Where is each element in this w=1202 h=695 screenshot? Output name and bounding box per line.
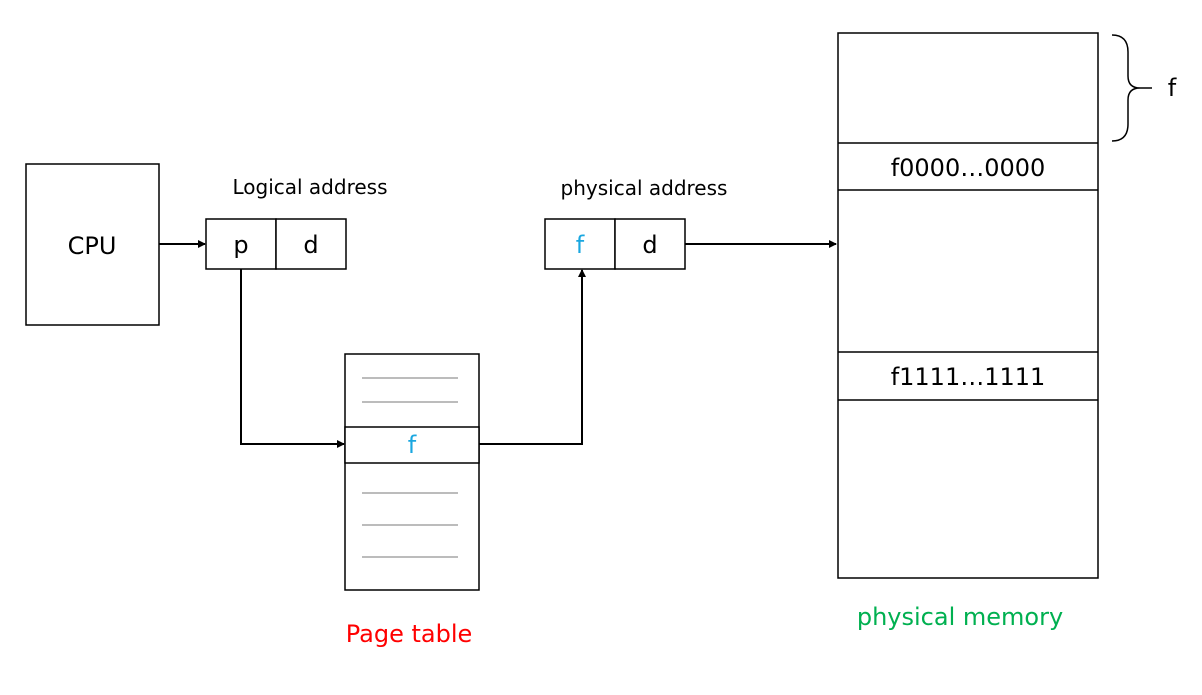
frame-brace [1111,34,1141,142]
cpu-box: CPU [25,163,160,326]
page-number-to-table-arrow [240,269,345,448]
logical-address-caption: Logical address [232,175,387,199]
physical-address-box: f d [544,218,686,270]
physical-frame-field: f [576,231,585,259]
logical-offset-field: d [303,231,318,259]
physical-memory: f0000…0000 f1111…1111 [837,32,1099,579]
physical-offset-field: d [642,231,657,259]
page-table: f [344,353,480,591]
physical-address-caption: physical address [561,176,728,200]
page-table-highlighted-row [344,426,480,464]
page-table-caption: Page table [346,620,473,648]
frame-end-address: f1111…1111 [891,363,1046,391]
physical-memory-caption: physical memory [857,603,1063,631]
cpu-label: CPU [68,232,117,260]
logical-address-box: p d [205,218,347,270]
logical-page-field: p [233,231,248,259]
frame-brace-label: f [1168,74,1177,102]
frame-start-address: f0000…0000 [891,154,1046,182]
page-table-frame-entry: f [408,431,417,459]
table-to-physical-arrow [479,269,586,445]
